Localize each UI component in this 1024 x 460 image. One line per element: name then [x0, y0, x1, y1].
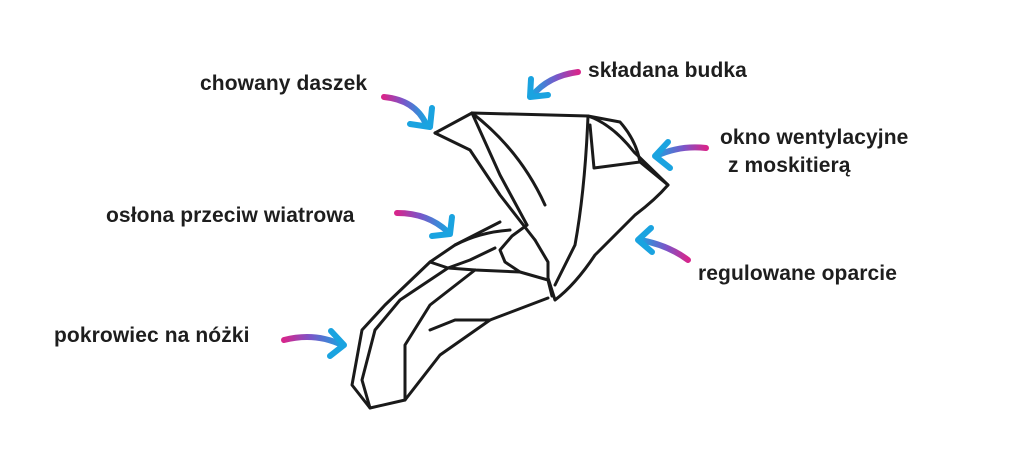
arrow-skladana-budka: [527, 69, 581, 100]
label-pokrowiec-na-nozki: pokrowiec na nóżki: [54, 324, 250, 347]
label-okno-wentylacyjne: okno wentylacyjne z moskitierą: [720, 124, 908, 180]
label-skladana-budka: składana budka: [588, 59, 747, 82]
arrow-regulowane-oparcie: [635, 225, 691, 263]
label-oslona-przeciw-wiatrowa: osłona przeciw wiatrowa: [106, 204, 355, 227]
arrow-pokrowiec: [281, 328, 347, 359]
label-okno-line2: z moskitierą: [728, 154, 851, 177]
arrow-oslona: [394, 210, 455, 239]
stroller-seat-outline: [350, 111, 670, 410]
label-regulowane-oparcie: regulowane oparcie: [698, 262, 898, 285]
arrow-chowany-daszek: [381, 94, 435, 130]
label-chowany-daszek: chowany daszek: [200, 72, 368, 95]
arrow-okno: [652, 139, 709, 171]
label-okno-line1: okno wentylacyjne: [720, 126, 909, 149]
